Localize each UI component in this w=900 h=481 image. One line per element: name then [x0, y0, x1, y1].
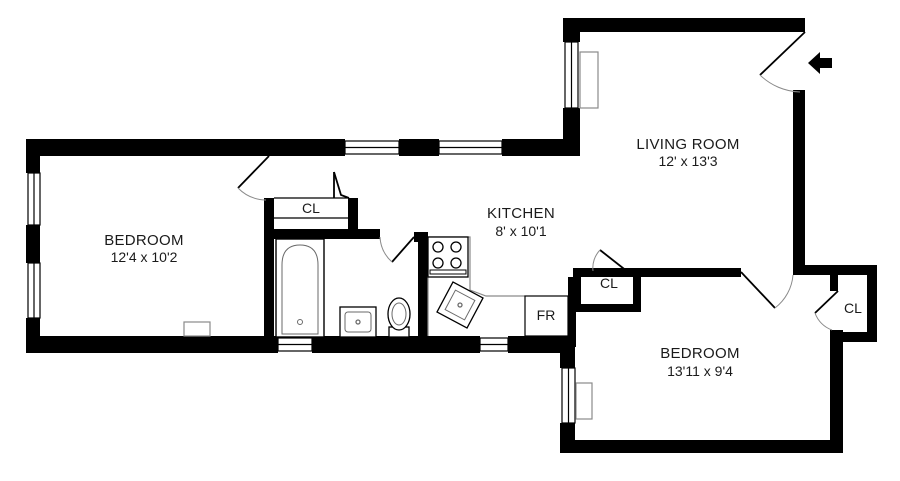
closet-label-kitchen: CL	[600, 275, 618, 291]
door-swing-icon	[759, 31, 806, 93]
radiators	[183, 51, 599, 420]
wall-closet-right-side	[867, 265, 877, 342]
wall-closet-right-bottom	[830, 332, 877, 342]
wall-living-left-lower	[563, 108, 580, 156]
door-swing-icon	[592, 249, 629, 273]
wall-kitchen-closet-bottom	[573, 304, 641, 312]
room-dims-living-room: 12' x 13'3	[658, 153, 717, 169]
wall-bottom-left	[26, 336, 278, 353]
wall-bottom-mid	[312, 336, 480, 353]
wall-partition-bath-top	[264, 229, 380, 239]
radiator-icon	[579, 51, 599, 109]
door-swing-icon	[814, 290, 839, 331]
fridge-box	[524, 295, 569, 337]
window-icon	[277, 337, 313, 352]
stove-icon	[427, 236, 469, 278]
room-name-bedroom-right: BEDROOM	[660, 345, 740, 362]
wall-left-top	[26, 139, 40, 173]
wall-bath-door-jamb	[414, 232, 428, 242]
window-icon	[344, 140, 400, 155]
window-icon	[564, 41, 579, 109]
closet-label-bedroom-right: CL	[844, 300, 862, 316]
wall-kitchen-closet-left	[573, 268, 581, 310]
entry-arrow-icon	[808, 52, 832, 74]
wall-bedroom-right-top	[573, 268, 741, 277]
room-name-bedroom-left: BEDROOM	[104, 232, 184, 249]
wall-fridge-alcove	[568, 277, 576, 347]
fridge-label: FR	[537, 307, 556, 323]
window-icon	[438, 140, 503, 155]
window-icon	[27, 262, 41, 319]
wall-closet-right-inner	[830, 275, 838, 291]
wall-hall-closet-right	[348, 198, 358, 238]
radiator-icon	[575, 382, 593, 420]
window-icon	[479, 337, 509, 352]
wall-kitchen-closet-right	[633, 268, 641, 312]
window-icon	[561, 367, 576, 424]
wall-top-left	[26, 139, 345, 156]
door-swing-icon	[379, 236, 415, 263]
door-swing-icon	[740, 271, 794, 309]
wall-bottom-right	[508, 336, 575, 353]
wall-top-mid	[399, 139, 439, 156]
room-dims-bedroom-right: 13'11 x 9'4	[667, 363, 733, 379]
wall-living-right	[793, 90, 805, 268]
wall-bedroom-right-bottom	[560, 440, 843, 453]
door-swing-icon	[237, 155, 270, 201]
wall-left-mid	[26, 225, 40, 263]
window-icon	[27, 172, 41, 226]
wall-closet-right-top	[793, 265, 877, 275]
wall-living-top	[563, 18, 805, 32]
sink-icon	[339, 306, 377, 338]
radiator-icon	[183, 321, 211, 337]
walls	[26, 18, 877, 453]
wall-hall-closet-left	[264, 198, 274, 238]
room-dims-bedroom-left: 12'4 x 10'2	[111, 249, 178, 265]
room-dims-kitchen: 8' x 10'1	[495, 223, 546, 239]
wall-top-right	[502, 139, 580, 156]
bathtub-icon	[275, 238, 325, 338]
doors	[237, 31, 839, 331]
closet-label-hall: CL	[302, 200, 320, 216]
windows	[27, 41, 579, 424]
wall-partition-bath-right	[418, 232, 428, 353]
door-swing-icon	[333, 171, 350, 199]
toilet-icon	[387, 297, 411, 338]
kitchen-sink-icon	[436, 281, 484, 329]
wall-partition-bed-bath	[264, 200, 274, 353]
wall-bedroom-right-right	[830, 330, 843, 453]
room-name-kitchen: KITCHEN	[487, 205, 555, 222]
room-name-living-room: LIVING ROOM	[636, 136, 739, 153]
